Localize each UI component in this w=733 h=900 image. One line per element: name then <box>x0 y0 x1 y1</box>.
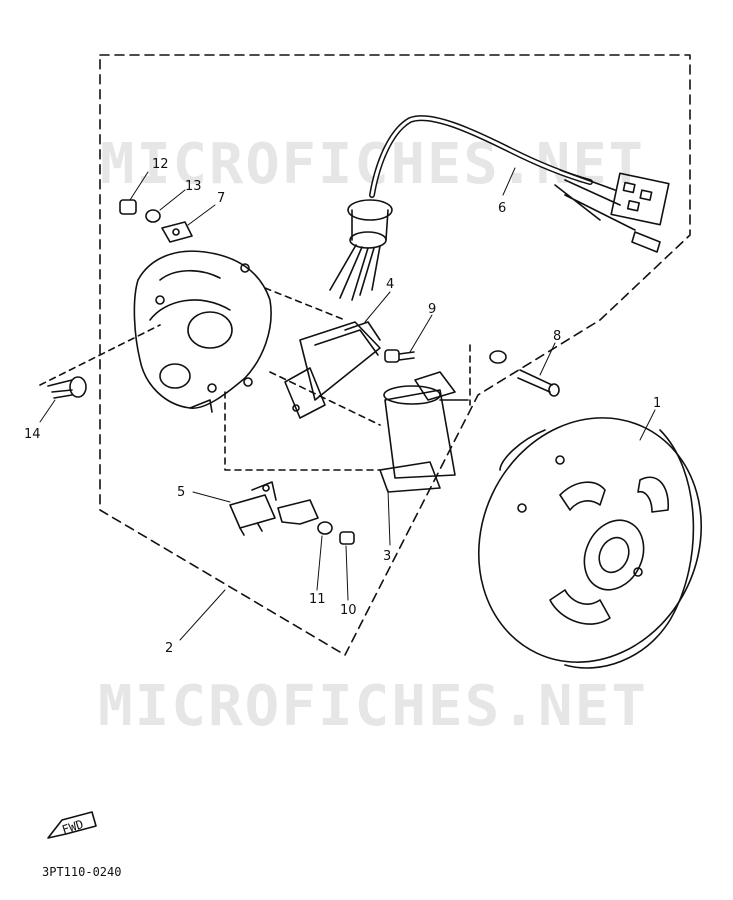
screw-part-9[interactable] <box>384 349 415 363</box>
fwd-label: FWD <box>60 817 85 837</box>
screw-part-14[interactable] <box>47 376 87 399</box>
callout-6: 6 <box>498 201 506 216</box>
callout-7: 7 <box>217 191 225 206</box>
watermark-bottom: MICROFICHES.NET <box>98 674 648 739</box>
callout-5: 5 <box>177 485 185 500</box>
callout-labels: 1 2 3 4 5 6 7 8 9 10 11 12 13 14 <box>24 157 661 656</box>
pulser-part-5[interactable] <box>229 481 277 536</box>
callout-2: 2 <box>165 641 173 656</box>
fwd-arrow-icon <box>47 811 97 839</box>
diagram-code: 3PT110-0240 <box>42 865 121 879</box>
screw-washer-part[interactable] <box>119 199 161 223</box>
callout-leaders <box>39 167 656 641</box>
flywheel-rotor-part-1[interactable] <box>439 381 733 699</box>
coil-part-4[interactable] <box>284 321 381 419</box>
callout-10: 10 <box>340 603 357 618</box>
stator-base-plate[interactable] <box>133 250 272 413</box>
callout-8: 8 <box>553 329 561 344</box>
callout-11: 11 <box>309 592 326 607</box>
callout-14: 14 <box>24 427 41 442</box>
leader-lines <box>39 287 471 471</box>
callout-1: 1 <box>653 396 661 411</box>
wire-harness-part[interactable] <box>329 115 670 301</box>
callout-3: 3 <box>383 549 391 564</box>
bracket-part[interactable] <box>277 499 355 545</box>
callout-12: 12 <box>152 157 169 172</box>
callout-9: 9 <box>428 302 436 317</box>
bolt-part-8[interactable] <box>489 350 560 397</box>
callout-4: 4 <box>386 277 394 292</box>
callout-13: 13 <box>185 179 202 194</box>
coil-part-3[interactable] <box>379 371 469 493</box>
assembly-boundary <box>99 54 691 656</box>
clamp-part[interactable] <box>161 221 193 243</box>
